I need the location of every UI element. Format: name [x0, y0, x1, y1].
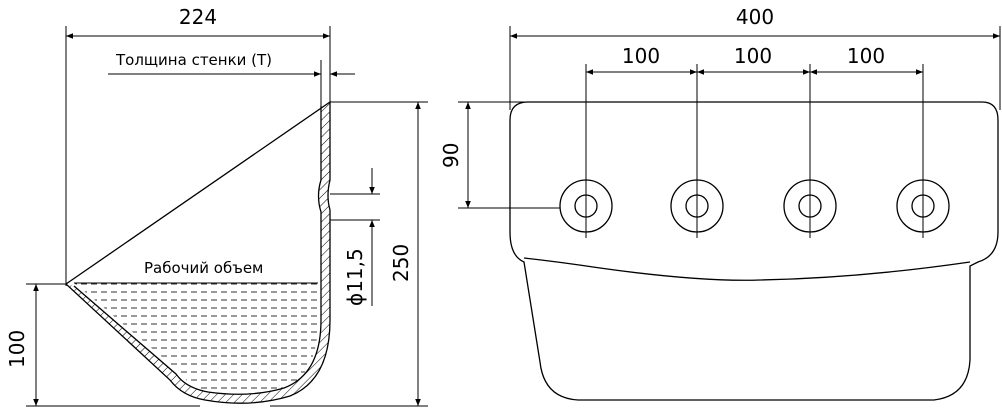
bucket-front-seam: [523, 257, 971, 281]
wall-thickness-label: Толщина стенки (T): [115, 51, 272, 69]
hole-height-label: 90: [439, 143, 463, 168]
bucket-front-outline: [509, 101, 999, 401]
fill-dimension-label: 100: [5, 330, 29, 368]
front-width-label: 400: [736, 5, 774, 29]
bolt-hole-1: [559, 179, 613, 233]
hole-diameter-label: ϕ11,5: [343, 248, 367, 306]
width-dimension-label: 224: [179, 5, 217, 29]
height-dimension-label: 250: [389, 244, 413, 282]
side-view: 224 Толщина стенки (T) Рабочий объем ϕ11…: [5, 5, 428, 407]
pitch-label-3: 100: [847, 44, 885, 68]
front-view: 400 100 100 100 90: [439, 5, 1001, 401]
working-volume-fill: [74, 283, 318, 395]
pitch-label-1: 100: [622, 44, 660, 68]
pitch-label-2: 100: [734, 44, 772, 68]
working-volume-label: Рабочий объем: [144, 259, 263, 277]
bolt-hole-3: [783, 179, 837, 233]
bolt-hole-4: [896, 179, 950, 233]
bolt-hole-2: [670, 179, 724, 233]
